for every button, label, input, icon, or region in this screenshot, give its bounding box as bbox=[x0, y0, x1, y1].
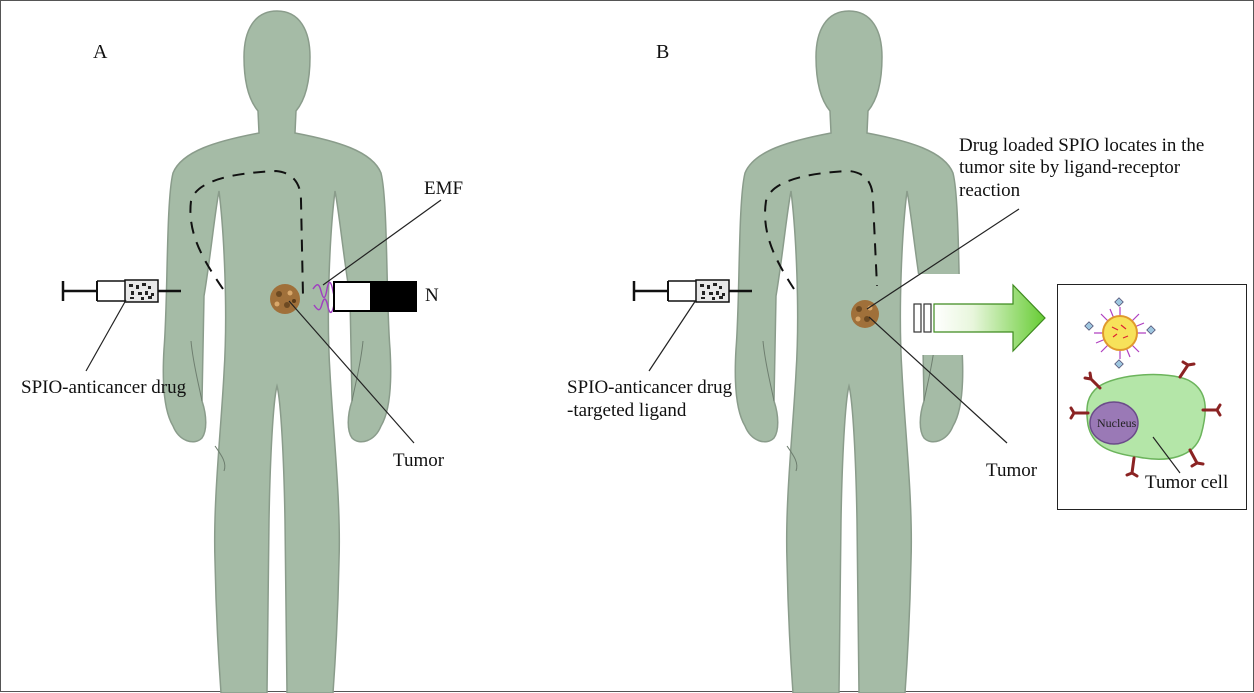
drug-nanoparticle bbox=[1085, 298, 1155, 368]
label-locates-line1: Drug loaded SPIO locates in the bbox=[959, 136, 1204, 157]
label-magnet-n: N bbox=[425, 286, 439, 307]
label-tumor-cell: Tumor cell bbox=[1145, 473, 1228, 494]
leader-drug-a bbox=[86, 300, 126, 371]
panel-letter-a: A bbox=[93, 41, 107, 63]
human-silhouette-a bbox=[163, 11, 390, 693]
label-tumor-b: Tumor bbox=[986, 461, 1037, 482]
syringe-b bbox=[634, 280, 752, 302]
leader-drug-b bbox=[649, 300, 696, 371]
label-spio-drug-b-line1: SPIO-anticancer drug bbox=[567, 378, 732, 399]
label-spio-drug-a: SPIO-anticancer drug bbox=[21, 378, 186, 399]
label-emf: EMF bbox=[424, 179, 463, 200]
label-spio-drug-b-line2: -targeted ligand bbox=[567, 401, 686, 422]
label-tumor-a: Tumor bbox=[393, 451, 444, 472]
label-locates-line2: tumor site by ligand-receptor bbox=[959, 158, 1180, 179]
syringe-a bbox=[63, 280, 181, 302]
tumor-cell-inset: Nucleus Tumor cell bbox=[1057, 284, 1247, 510]
magnet-bar bbox=[334, 282, 416, 311]
label-nucleus: Nucleus bbox=[1097, 416, 1136, 431]
arrow-b bbox=[907, 274, 1045, 355]
label-locates-line3: reaction bbox=[959, 181, 1020, 202]
tumor-a bbox=[270, 284, 300, 314]
panel-letter-b: B bbox=[656, 41, 669, 63]
